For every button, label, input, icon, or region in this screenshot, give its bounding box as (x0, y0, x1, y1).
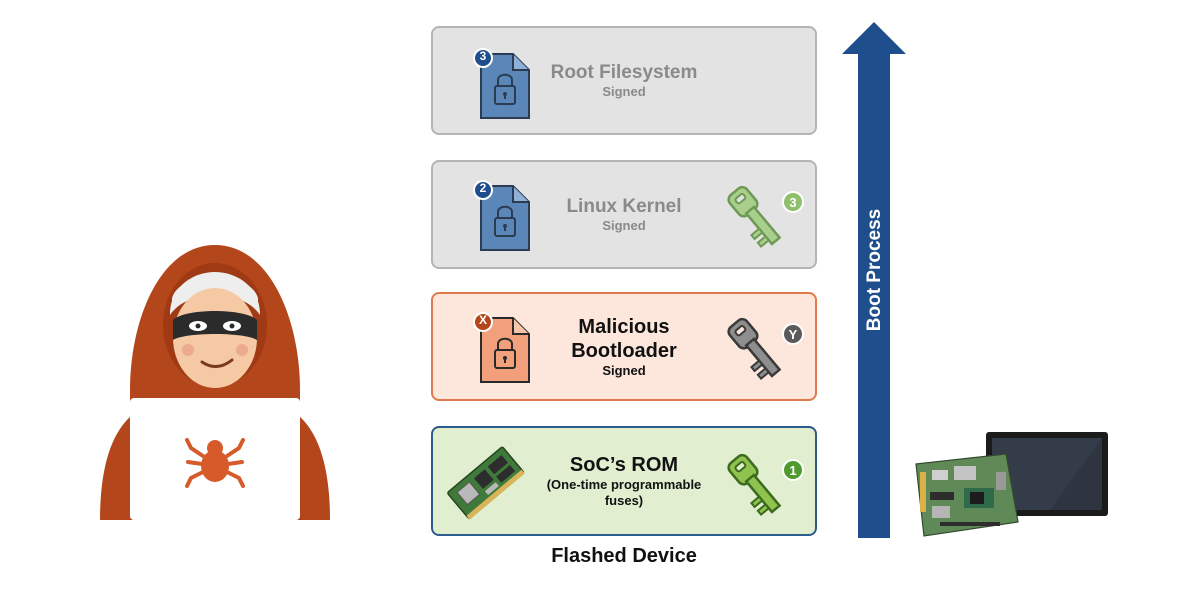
stage-title: Linux Kernel (566, 195, 682, 217)
stage-title: Malicious (578, 315, 670, 338)
stage-title: Root Filesystem (550, 61, 698, 83)
stage-subtitle: Signed (602, 362, 646, 378)
spider-icon (185, 438, 245, 488)
boot-arrow-icon (842, 22, 906, 538)
key-icon (727, 317, 804, 381)
document-lock-icon (473, 312, 530, 383)
key-badge: 1 (789, 463, 797, 478)
stage-soc-rom: SoC’s ROM (One-time programmable fuses) … (431, 426, 817, 536)
key-badge: 3 (789, 195, 797, 210)
stage-title: Bootloader (571, 339, 677, 362)
key-icon (727, 453, 804, 517)
flashed-device-label: Flashed Device (551, 545, 697, 567)
som-board-icon (447, 446, 525, 520)
stage-linux-kernel: 2 Linux Kernel Signed 3 (431, 160, 817, 269)
key-badge: Y (788, 327, 798, 342)
doc-badge: 2 (479, 181, 487, 195)
stage-root-filesystem: 3 Root Filesystem Signed (431, 26, 817, 135)
hacker-icon (100, 245, 330, 520)
doc-badge: X (478, 313, 487, 327)
document-lock-icon (473, 48, 530, 119)
stage-malicious-bootloader: X Malicious Bootloader Signed Y (431, 292, 817, 401)
document-lock-icon (473, 180, 530, 251)
stage-title: SoC’s ROM (569, 454, 679, 476)
stage-subtitle: (One-time programmable (546, 477, 702, 492)
stage-subtitle: Signed (602, 217, 646, 233)
stage-subtitle: Signed (602, 83, 646, 99)
doc-badge: 3 (479, 49, 487, 63)
stage-subtitle: fuses) (604, 493, 644, 508)
dev-kit-icon (915, 432, 1108, 537)
boot-process-label: Boot Process (864, 208, 885, 332)
key-icon (727, 185, 804, 249)
